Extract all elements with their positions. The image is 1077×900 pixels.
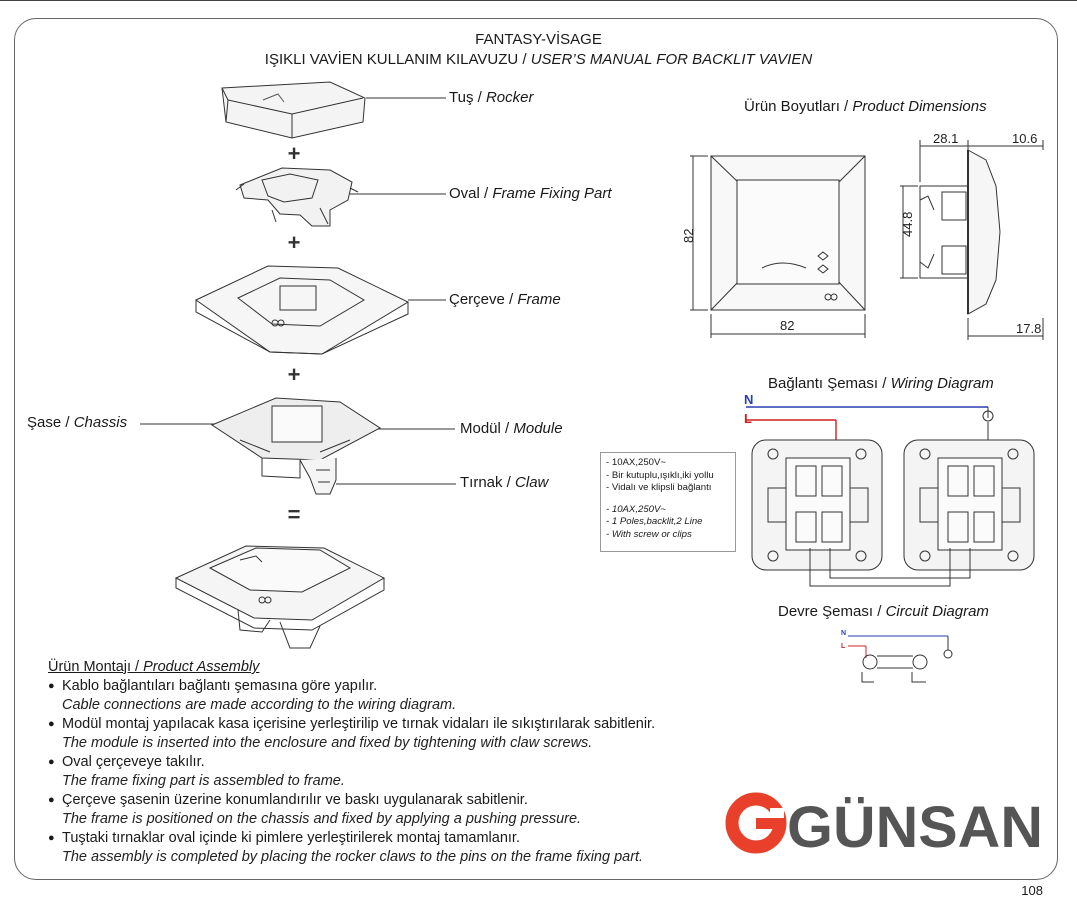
wiring-switch-right [903,439,1035,571]
dim-width: 82 [780,318,794,333]
bullet-icon: ● [48,832,55,844]
page-number: 108 [1021,883,1043,898]
top-rule [0,0,1077,1]
wiring-n-label: N [744,392,753,407]
circuit-diagram [848,635,953,683]
plus-2: + [288,230,301,255]
label-claw: Tırnak / Claw [460,474,549,491]
dim-height: 82 [681,229,696,243]
bullet-icon: ● [48,718,55,730]
wiring-l-label: L [744,411,752,426]
bullet-icon: ● [48,794,55,806]
wiring-title: Bağlantı Şeması / Wiring Diagram [768,375,994,392]
page-border [14,18,1058,880]
wiring-diagram [746,406,1035,587]
step-5-en: The assembly is completed by placing the… [62,849,644,865]
spec-en-1: - 10AX,250V~ [606,503,667,515]
spec-tr-3: - Vidalı ve klipsli bağlantı [606,482,712,494]
step-1-en: Cable connections are made according to … [62,697,457,713]
assembled-drawing [174,545,386,649]
label-rocker: Tuş / Rocker [449,89,534,106]
dim-depth-a: 28.1 [933,131,958,146]
step-3: ●Oval çerçeveye takılır. [48,754,205,770]
bullet-icon: ● [48,680,55,692]
dimensions-title: Ürün Boyutları / Product Dimensions [744,98,987,115]
chassis-drawing [210,397,381,495]
dim-depth-b: 10.6 [1012,131,1037,146]
step-1: ●Kablo bağlantıları bağlantı şemasına gö… [48,678,378,694]
circuit-title: Devre Şeması / Circuit Diagram [778,603,989,620]
dim-module-h: 44.8 [900,212,915,237]
assembly-heading: Ürün Montajı / Product Assembly [48,659,260,675]
plus-1: + [288,141,301,166]
dim-rocker-d: 17.8 [1016,321,1041,336]
label-oval: Oval / Frame Fixing Part [449,185,612,202]
frame-drawing [195,265,410,355]
spec-tr-1: - 10AX,250V~ [606,457,667,468]
step-4: ●Çerçeve şasenin üzerine konumlandırılır… [48,792,528,808]
label-chassis: Şase / Chassis [27,414,128,431]
logo-text: GÜNSAN [787,795,1043,860]
label-frame: Çerçeve / Frame [449,291,561,308]
plus-3: + [288,362,301,387]
rocker-drawing [221,81,366,139]
step-2-en: The module is inserted into the enclosur… [62,735,593,751]
step-2: ●Modül montaj yapılacak kasa içerisine y… [48,716,656,732]
circuit-n-label: N [841,630,846,637]
step-3-en: The frame fixing part is assembled to fr… [62,773,345,789]
spec-en-3: - With screw or clips [606,528,692,540]
step-4-en: The frame is positioned on the chassis a… [62,811,582,827]
wiring-switch-left [751,439,883,571]
brand-line: FANTASY-VİSAGE [475,31,602,48]
dimension-front-view [690,155,866,338]
gunsan-logo: GÜNSAN [725,792,1043,860]
circuit-l-label: L [841,643,846,650]
dimension-side-view [900,140,1044,340]
equals: = [288,502,301,527]
spec-tr-2: - Bir kutuplu,ışıklı,iki yollu [606,469,714,481]
oval-drawing [235,167,359,227]
assembly-instructions: Ürün Montajı / Product Assembly ●Kablo b… [48,658,655,867]
label-module: Modül / Module [460,420,563,437]
manual-title: IŞIKLI VAVİEN KULLANIM KILAVUZU / USER’S… [264,51,813,68]
step-5: ●Tuştaki tırnaklar oval içinde ki pimler… [48,830,520,846]
bullet-icon: ● [48,756,55,768]
spec-box: - 10AX,250V~ - Bir kutuplu,ışıklı,iki yo… [600,452,736,552]
spec-en-2: - 1 Poles,backlit,2 Line [606,516,703,528]
